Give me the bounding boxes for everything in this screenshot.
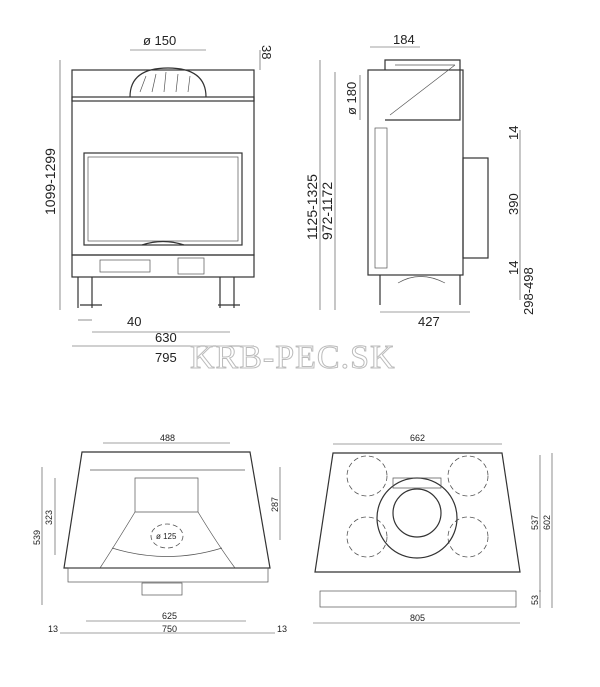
plan-front-top-width-label: 488 [160,433,175,443]
front-inner-width-label: 630 [155,330,177,345]
plan-rear-depth-total-label: 602 [542,515,552,530]
watermark: KRB-PEC.SK [190,339,396,376]
plan-front-margin-left-label: 13 [48,624,58,634]
front-view: ø 150 38 1099-1299 40 630 795 [42,33,274,365]
plan-rear-depth-inner-label: 537 [530,515,540,530]
side-leg-range-label: 298-498 [521,267,536,315]
plan-view-rear: 662 537 602 53 805 [313,433,553,624]
side-depth-label: 427 [418,314,440,329]
side-height-label: 972-1172 [319,182,335,240]
plan-front-depth-inner-label: 323 [44,510,54,525]
plan-front-inner-width-label: 625 [162,611,177,621]
side-total-height-label: 1125-1325 [304,174,320,240]
front-top-offset-label: 38 [259,45,274,59]
plan-front-depth-side-label: 287 [270,497,280,512]
plan-rear-frame-depth-label: 53 [530,595,540,605]
front-leg-offset-label: 40 [127,314,141,329]
plan-rear-total-width-label: 805 [410,613,425,623]
plan-rear-top-width-label: 662 [410,433,425,443]
side-flue-diameter-label: ø 180 [344,82,359,115]
side-gap-bottom-label: 14 [506,261,521,275]
plan-front-margin-right-label: 13 [277,624,287,634]
side-gap-top-label: 14 [506,126,521,140]
front-flue-diameter-label: ø 150 [143,33,176,48]
plan-front-flue-label: ø 125 [156,532,177,541]
plan-view-front: 488 ø 125 539 323 287 625 750 13 13 [32,433,287,634]
side-top-width-label: 184 [393,32,415,47]
side-door-height-label: 390 [506,193,521,215]
front-total-width-label: 795 [155,350,177,365]
plan-front-depth-total-label: 539 [32,530,42,545]
side-view: 184 ø 180 1125-1325 972-1172 14 390 14 2… [304,32,536,329]
plan-front-total-width-label: 750 [162,624,177,634]
front-height-label: 1099-1299 [42,148,58,215]
